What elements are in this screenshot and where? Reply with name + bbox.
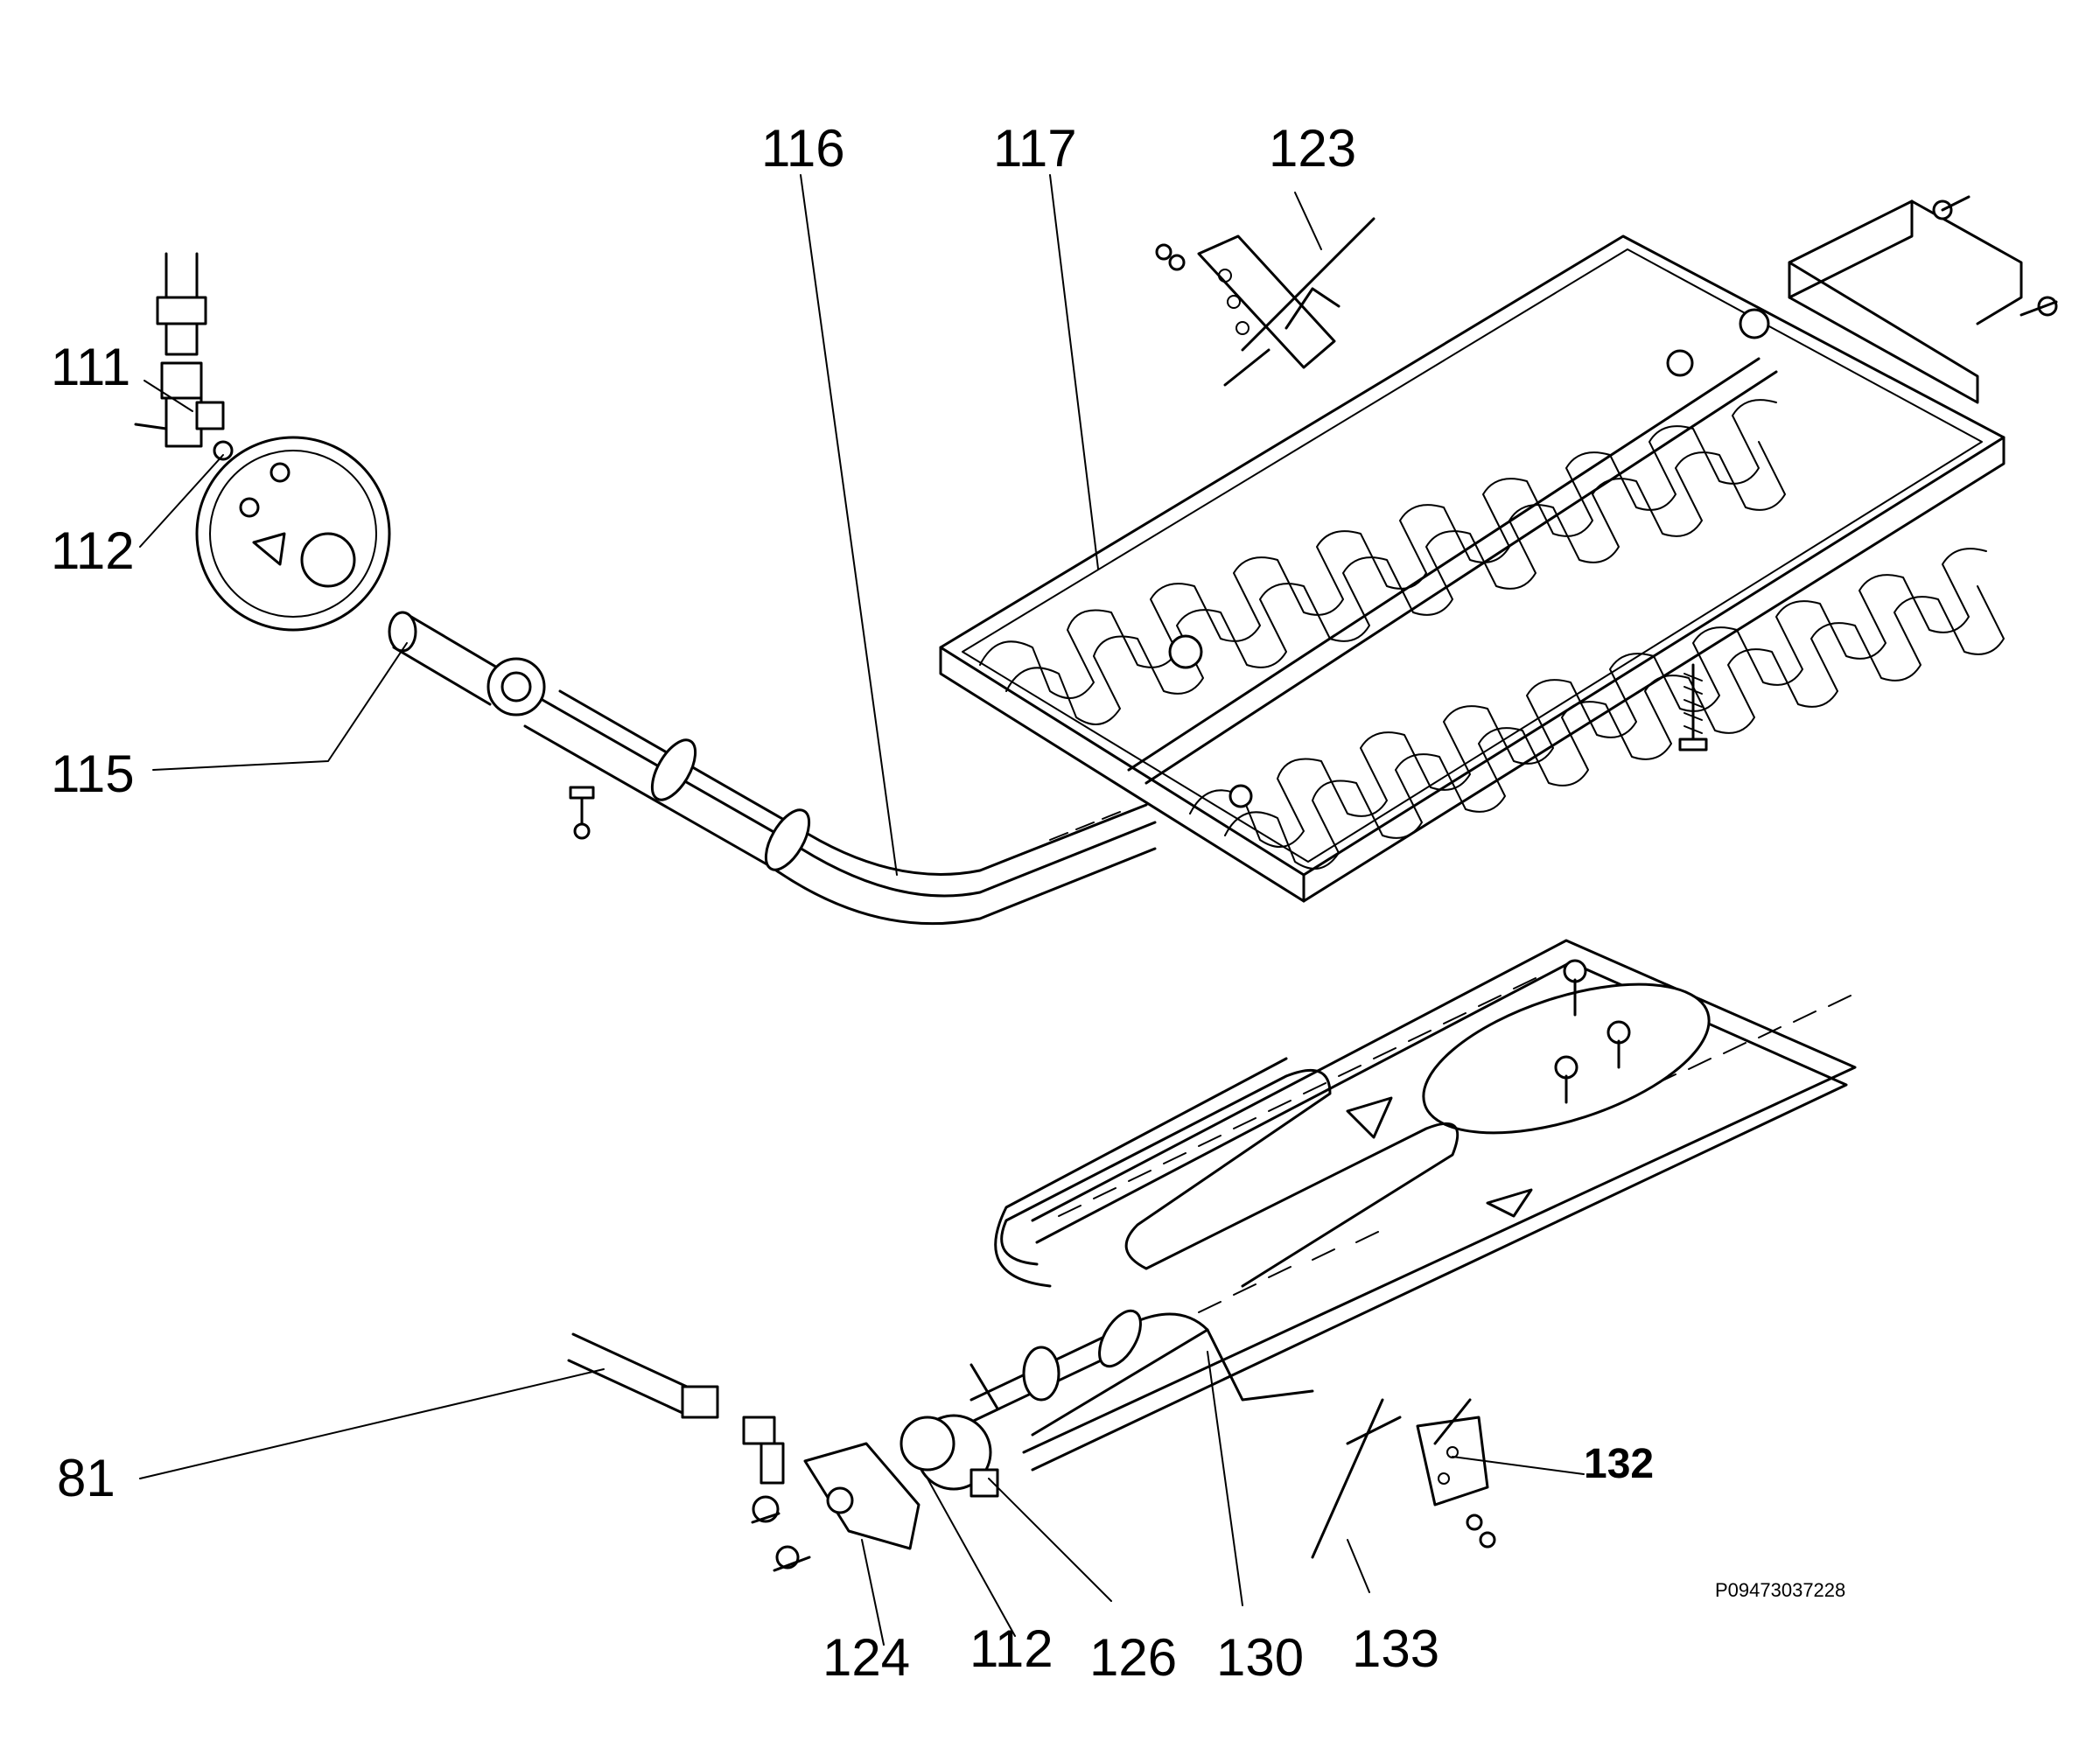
leader-124 [861, 1539, 885, 1646]
label-112-bottom: 112 [970, 1619, 1054, 1678]
label-124: 124 [822, 1628, 911, 1687]
leader-112-bottom [927, 1478, 1016, 1637]
upper-thermostat-bracket [1155, 217, 1376, 387]
label-130: 130 [1216, 1628, 1305, 1687]
leader-111 [144, 380, 193, 412]
label-126: 126 [1089, 1628, 1178, 1687]
leader-132 [1452, 1456, 1585, 1475]
upper-burner-tray [939, 234, 2006, 903]
leader-126 [988, 1478, 1112, 1602]
label-115: 115 [51, 745, 135, 803]
leader-lines [139, 174, 1585, 1646]
upper-rear-bracket [1788, 195, 2058, 404]
label-116: 116 [761, 119, 845, 178]
drawing-code: P09473037228 [1715, 1579, 1846, 1601]
leader-133 [1347, 1539, 1370, 1593]
lower-valve-bracket [751, 1442, 920, 1572]
lower-burner-frame [994, 939, 1857, 1472]
lower-burner-tube [961, 1309, 1314, 1437]
leader-115 [152, 642, 408, 771]
leader-81 [139, 1368, 605, 1479]
label-111: 111 [51, 338, 131, 396]
upper-tube-screw [569, 786, 595, 840]
upper-gas-valve [134, 252, 391, 632]
label-112-top: 112 [51, 521, 135, 580]
lower-gas-pipe [567, 1332, 785, 1485]
upper-heating-element-right [1189, 548, 2005, 870]
upper-heating-element-left [979, 399, 1786, 725]
lower-gas-valve [900, 1363, 999, 1498]
leader-123 [1294, 192, 1322, 250]
upper-venturi [388, 611, 546, 717]
label-81: 81 [57, 1449, 116, 1507]
label-133: 133 [1352, 1619, 1440, 1678]
label-132: 132 [1584, 1441, 1655, 1487]
leader-116 [800, 174, 898, 876]
label-123: 123 [1269, 119, 1357, 178]
leader-130 [1207, 1351, 1243, 1606]
lower-thermostat-bracket [1311, 1398, 1496, 1559]
upper-burner-tube [523, 689, 1157, 926]
label-117: 117 [993, 119, 1077, 178]
leader-112-top [139, 454, 224, 548]
leader-117 [1049, 174, 1099, 570]
